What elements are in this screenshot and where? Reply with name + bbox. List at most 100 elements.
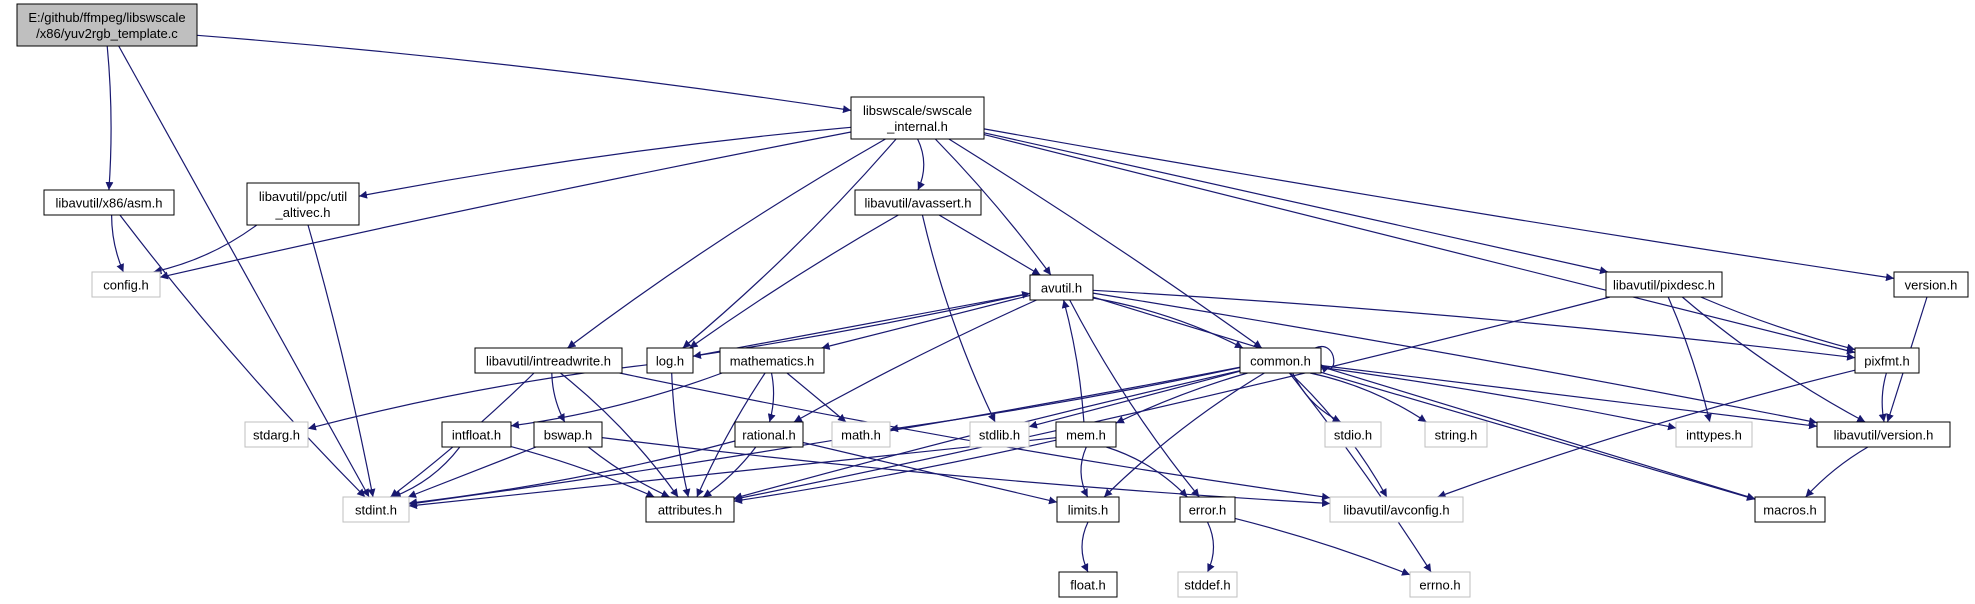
node-av-version[interactable]: libavutil/version.h	[1816, 421, 1951, 448]
node-attributes[interactable]: attributes.h	[645, 496, 735, 523]
node-float-h[interactable]: float.h	[1058, 571, 1118, 598]
edge-common-to-stdint	[408, 366, 1241, 507]
node-box	[1056, 496, 1120, 523]
node-box	[91, 271, 161, 298]
node-label: libavutil/intreadwrite.h	[486, 354, 611, 369]
edge-avassert-to-log	[689, 214, 899, 349]
edge-common-to-av-version	[1320, 364, 1818, 430]
node-label: libavutil/avconfig.h	[1343, 503, 1449, 518]
edge-swscale-internal-to-log	[682, 138, 897, 349]
node-mathematics[interactable]: mathematics.h	[719, 347, 825, 374]
edge-mem-to-avutil	[1061, 299, 1085, 423]
node-config[interactable]: config.h	[91, 271, 161, 298]
node-version-h[interactable]: version.h	[1893, 271, 1969, 298]
edge-mem-to-attributes	[733, 439, 1057, 504]
edge-swscale-internal-to-common	[948, 138, 1263, 349]
node-label: _internal.h	[886, 119, 948, 134]
node-box	[645, 496, 735, 523]
node-ppc-util-altivec[interactable]: libavutil/ppc/util_altivec.h	[246, 182, 360, 226]
node-intreadwrite[interactable]: libavutil/intreadwrite.h	[474, 347, 623, 374]
node-limits[interactable]: limits.h	[1056, 496, 1120, 523]
node-macros[interactable]: macros.h	[1754, 496, 1826, 523]
node-box	[1816, 421, 1951, 448]
node-box	[1029, 274, 1094, 301]
node-x86-asm[interactable]: libavutil/x86/asm.h	[43, 189, 175, 216]
node-box	[246, 182, 360, 226]
node-mem[interactable]: mem.h	[1055, 421, 1117, 448]
node-common[interactable]: common.h	[1239, 347, 1322, 374]
node-label: E:/github/ffmpeg/libswscale	[28, 10, 185, 25]
node-box	[646, 347, 694, 374]
node-error[interactable]: error.h	[1179, 496, 1236, 523]
node-label: _altivec.h	[275, 205, 331, 220]
node-avutil[interactable]: avutil.h	[1029, 274, 1094, 301]
edge-intreadwrite-to-bswap	[551, 372, 566, 423]
node-stdarg[interactable]: stdarg.h	[244, 421, 309, 448]
node-inttypes[interactable]: inttypes.h	[1675, 421, 1753, 448]
node-label: /x86/yuv2rgb_template.c	[36, 26, 178, 41]
node-label: libavutil/ppc/util	[259, 189, 347, 204]
node-stdlib[interactable]: stdlib.h	[969, 421, 1030, 448]
node-label: errno.h	[1419, 578, 1460, 593]
node-bswap[interactable]: bswap.h	[533, 421, 603, 448]
node-box	[1055, 421, 1117, 448]
node-rational[interactable]: rational.h	[734, 421, 804, 448]
node-label: float.h	[1070, 578, 1105, 593]
edge-limits-to-float-h	[1080, 521, 1089, 573]
edge-pixdesc-to-inttypes	[1667, 296, 1712, 423]
node-log[interactable]: log.h	[646, 347, 694, 374]
node-avassert[interactable]: libavutil/avassert.h	[854, 189, 982, 216]
node-errno[interactable]: errno.h	[1409, 571, 1471, 598]
edge-swscale-internal-to-version-h	[983, 128, 1895, 282]
edge-log-to-attributes	[671, 372, 691, 498]
node-math-h[interactable]: math.h	[831, 421, 891, 448]
edge-mem-to-limits	[1080, 446, 1089, 498]
node-label: mathematics.h	[730, 354, 815, 369]
edge-bswap-to-stdint	[407, 446, 537, 498]
node-swscale-internal[interactable]: libswscale/swscale_internal.h	[850, 96, 985, 140]
node-label: pixfmt.h	[1864, 354, 1910, 369]
node-string[interactable]: string.h	[1424, 421, 1488, 448]
node-box	[441, 421, 512, 448]
node-stddef[interactable]: stddef.h	[1177, 571, 1238, 598]
node-box	[831, 421, 891, 448]
edge-root-to-x86-asm	[105, 45, 114, 191]
edge-common-to-inttypes	[1320, 366, 1677, 431]
edge-avutil-to-macros	[1092, 296, 1756, 501]
node-box	[1239, 347, 1322, 374]
edge-rational-to-stdint	[408, 440, 736, 507]
edge-swscale-internal-to-ppc-util-altivec	[358, 126, 852, 199]
edge-avassert-to-avutil	[938, 214, 1041, 276]
node-pixdesc[interactable]: libavutil/pixdesc.h	[1605, 271, 1723, 298]
node-avconfig[interactable]: libavutil/avconfig.h	[1329, 496, 1464, 523]
edges-layer	[105, 34, 1928, 576]
edge-avutil-to-rational	[793, 299, 1037, 423]
node-box	[16, 3, 198, 47]
edge-avutil-to-mathematics	[821, 294, 1031, 350]
edge-common-to-mem	[1115, 372, 1248, 424]
node-intfloat[interactable]: intfloat.h	[441, 421, 512, 448]
edge-swscale-internal-to-pixfmt	[983, 134, 1856, 355]
node-stdio[interactable]: stdio.h	[1324, 421, 1382, 448]
node-stdint[interactable]: stdint.h	[342, 496, 410, 523]
node-box	[1854, 347, 1920, 374]
node-root[interactable]: E:/github/ffmpeg/libswscale/x86/yuv2rgb_…	[16, 3, 198, 47]
edge-common-to-string	[1309, 372, 1427, 423]
edge-pixfmt-to-av-version	[1878, 372, 1887, 423]
node-pixfmt[interactable]: pixfmt.h	[1854, 347, 1920, 374]
node-label: string.h	[1435, 428, 1478, 443]
node-label: config.h	[103, 278, 149, 293]
node-label: libavutil/x86/asm.h	[56, 196, 163, 211]
node-box	[854, 189, 982, 216]
edge-mem-to-stdint	[408, 437, 1057, 510]
edge-mathematics-to-math-h	[786, 372, 847, 423]
edge-mem-to-error	[1106, 446, 1188, 498]
edge-root-to-swscale-internal	[196, 34, 852, 114]
edge-x86-asm-to-stdint	[119, 214, 366, 498]
node-label: error.h	[1189, 503, 1227, 518]
edge-intreadwrite-to-attributes	[560, 372, 679, 498]
node-label: stdint.h	[355, 503, 397, 518]
node-label: log.h	[656, 354, 684, 369]
node-label: common.h	[1250, 354, 1311, 369]
node-label: attributes.h	[658, 503, 722, 518]
